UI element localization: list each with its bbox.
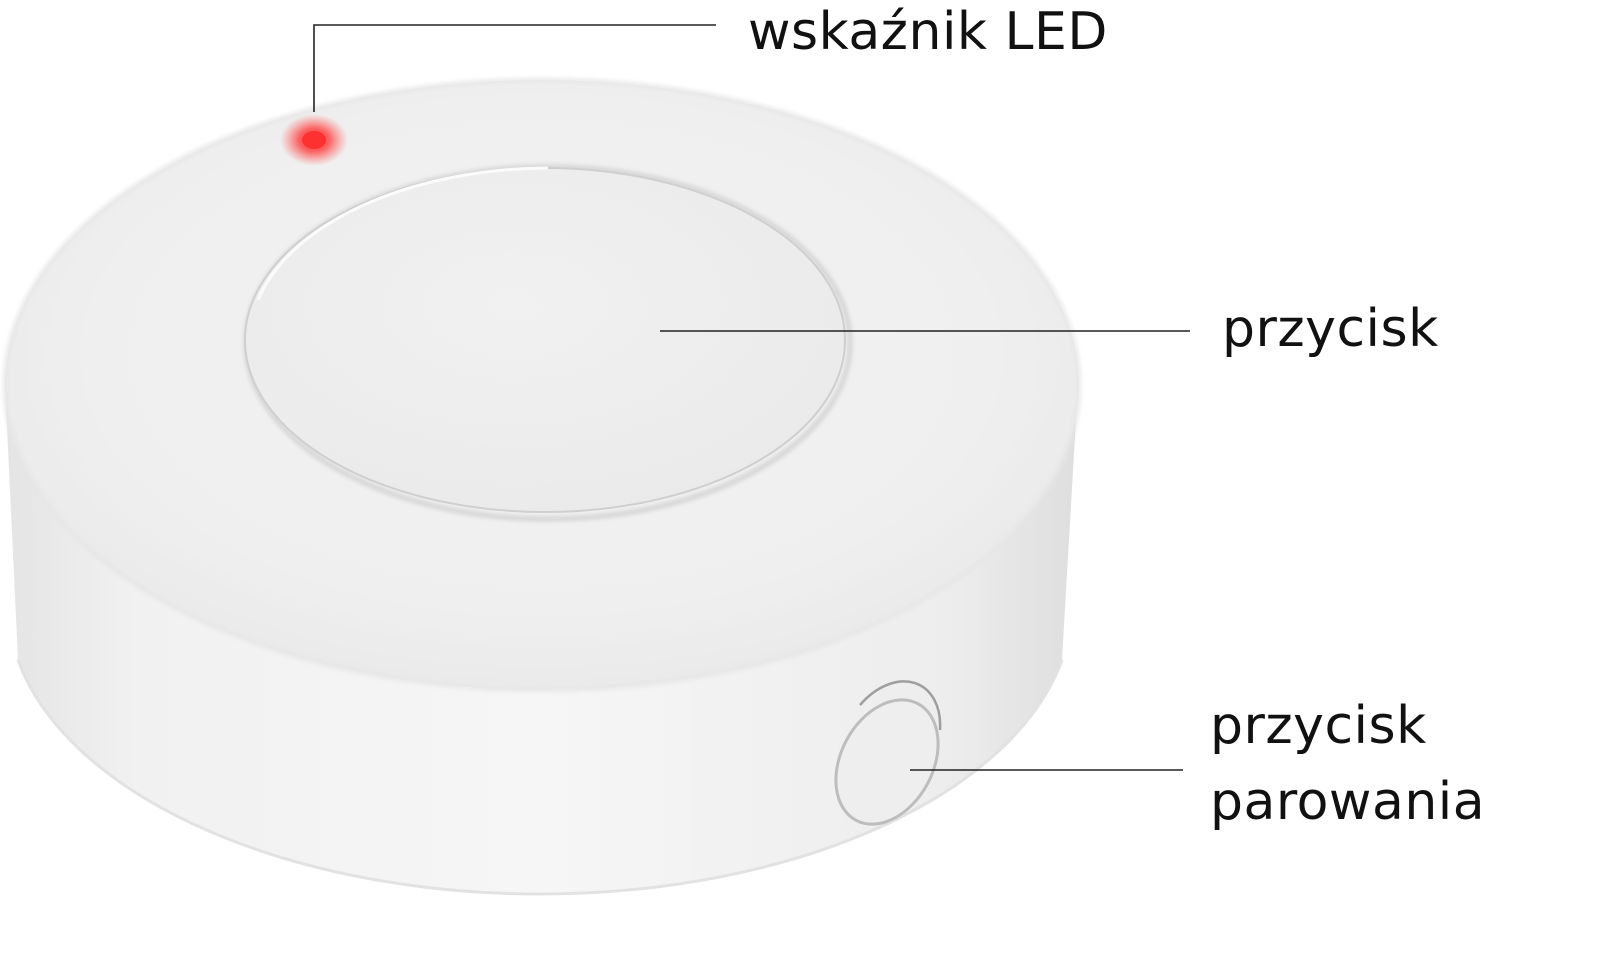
led-dot (302, 131, 326, 149)
pairing-button-shadow (834, 698, 940, 826)
led-leader-line (313, 24, 716, 112)
main-button-highlight (256, 166, 549, 301)
main-button-label: przycisk (1222, 299, 1439, 359)
leader-lines (313, 24, 1190, 771)
device-top-rim (3, 78, 1081, 692)
pairing-button-label-line1: przycisk (1210, 696, 1427, 756)
led-indicator (280, 114, 348, 166)
device-body (3, 78, 1081, 896)
main-button[interactable] (243, 164, 853, 522)
led-indicator-label: wskaźnik LED (748, 2, 1108, 62)
device-bottom-edge (16, 659, 1064, 896)
pairing-button[interactable] (815, 680, 958, 841)
pairing-button-label-line2: parowania (1210, 772, 1486, 832)
pairing-button-highlight (859, 680, 942, 731)
